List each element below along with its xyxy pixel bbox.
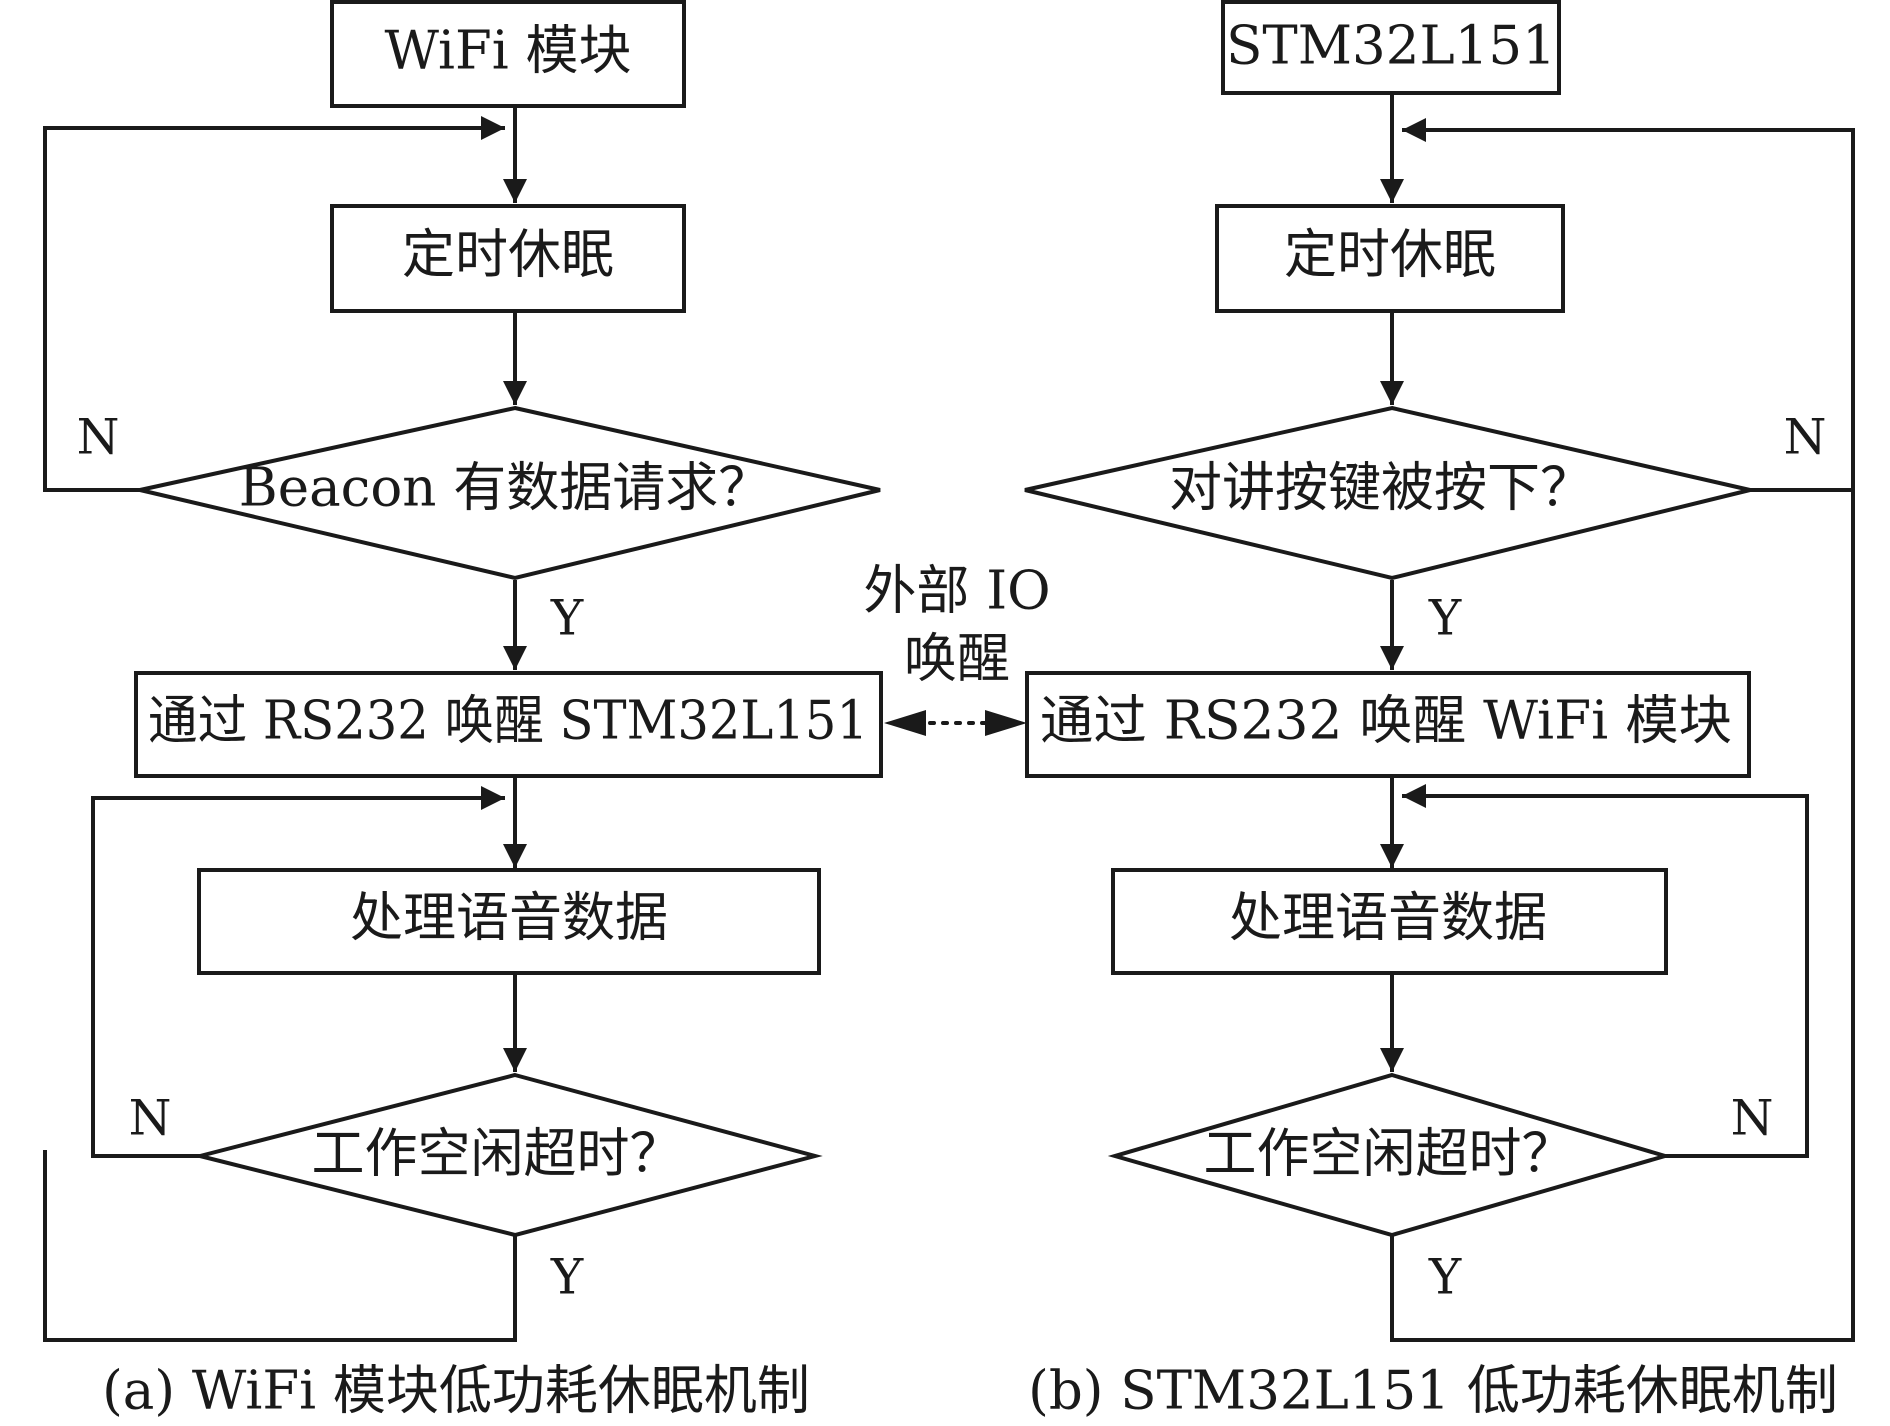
left-loop-no-idle xyxy=(91,786,505,1158)
io-link-left-arrowhead xyxy=(884,710,926,736)
right-idle-label: 工作空闲超时？ xyxy=(1204,1124,1575,1185)
io-link-label-line2: 唤醒 xyxy=(904,629,1010,690)
right-process-label: 处理语音数据 xyxy=(1229,888,1547,949)
left-decision-diamond xyxy=(139,405,881,581)
external-io-link: 外部 IO 唤醒 xyxy=(863,561,1051,736)
right-idle-diamond xyxy=(1107,1072,1673,1238)
right-process-box xyxy=(1111,868,1668,975)
io-link-label-line1: 外部 IO xyxy=(863,561,1050,622)
right-idle-yes-label: Y xyxy=(1428,1249,1462,1306)
right-button-no-label: N xyxy=(1784,409,1827,466)
right-wake-label: 通过 RS232 唤醒 WiFi 模块 xyxy=(1040,691,1732,752)
left-sleep-box xyxy=(330,204,686,313)
right-button-yes-label: Y xyxy=(1428,590,1462,647)
left-beacon-no-label: N xyxy=(77,409,120,466)
left-idle-yes-label: Y xyxy=(550,1249,584,1306)
right-loop-no-idle xyxy=(1402,784,1809,1158)
left-process-box xyxy=(197,868,821,975)
right-wake-box xyxy=(1025,671,1751,778)
left-sleep-label: 定时休眠 xyxy=(402,225,614,286)
right-sleep-box xyxy=(1215,204,1565,313)
left-start-box xyxy=(330,0,686,108)
left-beacon-yes-label: Y xyxy=(550,590,584,647)
right-start-box xyxy=(1221,0,1561,95)
left-loop-yes-idle xyxy=(43,1150,517,1342)
right-sleep-label: 定时休眠 xyxy=(1284,225,1496,286)
left-process-label: 处理语音数据 xyxy=(350,888,668,949)
left-wake-box xyxy=(134,671,883,778)
left-idle-no-label: N xyxy=(129,1090,172,1147)
left-caption: (a) WiFi 模块低功耗休眠机制 xyxy=(102,1361,810,1422)
right-start-label: STM32L151 xyxy=(1226,16,1556,77)
right-idle-no-label: N xyxy=(1731,1090,1774,1147)
right-decision-label: 对讲按键被按下？ xyxy=(1169,458,1593,519)
right-decision-diamond xyxy=(1024,405,1751,581)
left-wake-label: 通过 RS232 唤醒 STM32L151 xyxy=(148,691,868,752)
left-idle-label: 工作空闲超时？ xyxy=(312,1124,683,1185)
io-link-right-arrowhead xyxy=(985,710,1027,736)
left-start-label: WiFi 模块 xyxy=(384,21,631,82)
right-loop-yes-idle xyxy=(1390,480,1855,1342)
right-caption: (b) STM32L151 低功耗休眠机制 xyxy=(1028,1361,1838,1422)
left-loop-no-beacon xyxy=(43,116,505,492)
left-decision-label: Beacon 有数据请求？ xyxy=(239,458,771,519)
right-flowchart: STM32L151 定时休眠 对讲按键被按下？ 通过 RS232 唤醒 WiFi… xyxy=(1024,0,1855,1422)
left-flowchart: WiFi 模块 定时休眠 Beacon 有数据请求？ 通过 RS232 唤醒 S… xyxy=(43,0,883,1422)
right-loop-no-button xyxy=(1402,118,1855,492)
left-idle-diamond xyxy=(199,1072,823,1238)
